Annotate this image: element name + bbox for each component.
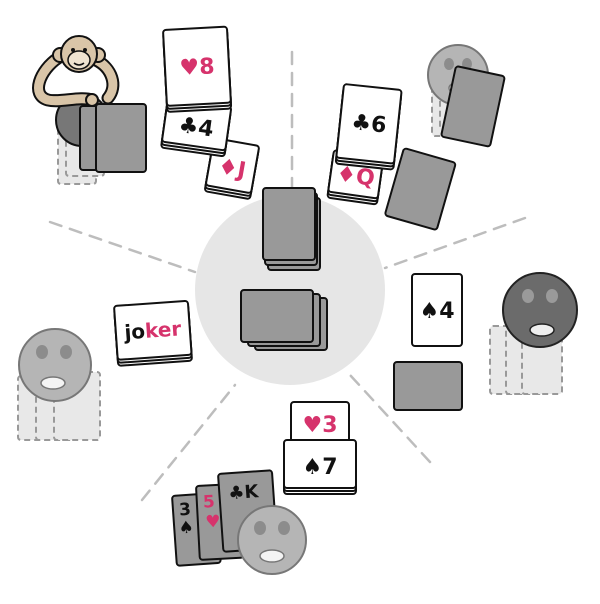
player-right-played: ♠4 [411, 273, 463, 347]
suit-club-icon: ♣ [350, 110, 372, 137]
suit-club-icon: ♣ [228, 482, 246, 504]
card-3-hearts[interactable]: ♥3 [290, 401, 350, 445]
draw-pile[interactable] [262, 187, 321, 271]
face-icon [18, 328, 92, 402]
card-4-clubs[interactable]: ♣4 [160, 97, 232, 158]
card-label: ♠7 [302, 455, 337, 480]
player-top-right-played: ♦Q ♣6 [326, 83, 403, 206]
card-8-hearts[interactable]: ♥8 [162, 25, 233, 113]
hand-card-rank: 5 [202, 492, 215, 513]
hand-card-label: ♣K [228, 481, 261, 504]
suit-club-icon: ♣ [177, 113, 200, 141]
joker-label: joker [123, 316, 182, 344]
suit-heart-icon: ♥ [302, 413, 322, 438]
player-top-left-held-cards [79, 103, 147, 173]
card-joker[interactable]: joker [113, 300, 193, 367]
hand-card-rank: 3 [178, 500, 191, 521]
suit-diamond-icon: ♦ [335, 162, 358, 190]
suit-heart-icon: ♥ [205, 512, 221, 533]
player-top-right-held-card [440, 65, 506, 148]
divider-left [48, 220, 197, 274]
table-dividers [48, 50, 527, 502]
card-6-clubs[interactable]: ♣6 [334, 83, 403, 171]
card-label: ♠4 [419, 299, 454, 324]
card-label: ♦Q [335, 162, 377, 192]
card-label: ♣4 [177, 113, 215, 143]
face-icon [237, 505, 307, 575]
card-label: ♥3 [302, 413, 337, 438]
suit-spade-icon: ♠ [178, 518, 195, 539]
player-top-right-facedown [384, 147, 457, 231]
face-icon [502, 272, 578, 348]
discard-pile[interactable] [240, 289, 328, 351]
suit-spade-icon: ♠ [419, 299, 439, 324]
card-7-spades[interactable]: ♠7 [283, 439, 357, 495]
player-right-facedown [393, 361, 463, 411]
suit-heart-icon: ♥ [179, 55, 200, 81]
player-top-left-played: ♦J ♣4 ♥8 [160, 25, 260, 200]
suit-spade-icon: ♠ [302, 455, 322, 480]
card-label: ♣6 [350, 110, 387, 139]
card-label: ♥8 [179, 54, 215, 81]
card-4-spades[interactable]: ♠4 [411, 273, 463, 347]
divider-bottom-left [140, 383, 237, 502]
divider-top-right [383, 216, 527, 270]
player-bottom-played: ♥3 ♠7 [283, 401, 357, 495]
suit-diamond-icon: ♦ [216, 154, 240, 182]
card-label: ♦J [216, 154, 248, 183]
